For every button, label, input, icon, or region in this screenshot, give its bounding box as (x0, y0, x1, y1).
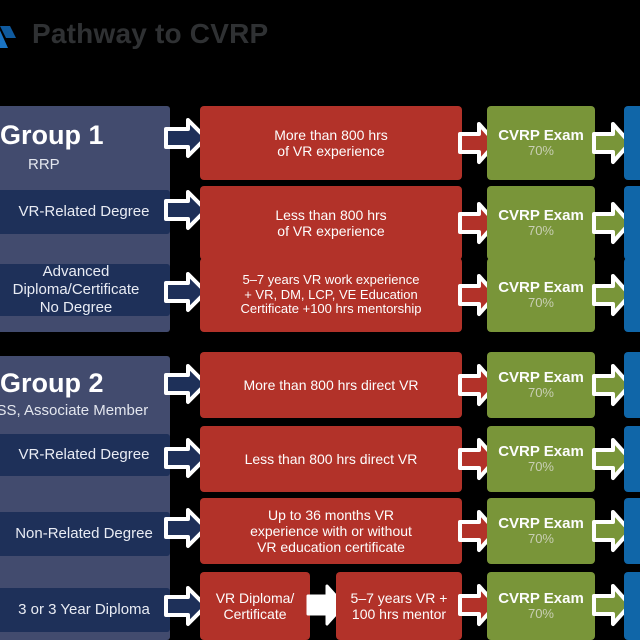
flow-arrow-green (592, 200, 632, 246)
outcome-box[interactable] (624, 572, 640, 640)
qualification-label: VR-Related Degree (18, 203, 150, 221)
exam-title: CVRP Exam (498, 590, 584, 608)
requirement-box-secondary[interactable]: 5–7 years VR + 100 hrs mentor (336, 572, 462, 640)
exam-pass-percent: 70% (527, 384, 554, 400)
flow-arrow-green (592, 120, 632, 166)
exam-label: CVRP Exam 70% (498, 127, 584, 158)
group-title: Group 1 (0, 120, 104, 150)
requirement-box[interactable]: More than 800 hrs of VR experience (200, 106, 462, 180)
exam-title: CVRP Exam (498, 207, 584, 225)
exam-label: CVRP Exam 70% (498, 515, 584, 546)
exam-label: CVRP Exam 70% (498, 207, 584, 238)
exam-box[interactable]: CVRP Exam 70% (487, 352, 595, 418)
requirement-box[interactable]: Less than 800 hrs direct VR (200, 426, 462, 492)
qualification-label: 3 or 3 Year Diploma (18, 601, 150, 619)
flow-arrow-green (592, 272, 632, 318)
requirement-box[interactable]: VR Diploma/ Certificate (200, 572, 310, 640)
brand-logo-icon (0, 26, 16, 48)
requirement-label: 5–7 years VR work experience + VR, DM, L… (240, 271, 422, 317)
exam-pass-percent: 70% (527, 458, 554, 474)
requirement-box[interactable]: Less than 800 hrs of VR experience (200, 186, 462, 260)
exam-title: CVRP Exam (498, 443, 584, 461)
exam-pass-percent: 70% (527, 605, 554, 621)
group-subtitle: MSS, Associate Member (0, 402, 149, 419)
exam-title: CVRP Exam (498, 515, 584, 533)
requirement-label: Less than 800 hrs of VR experience (275, 206, 387, 239)
group-subtitle: RRP (28, 156, 60, 173)
requirement-label: Less than 800 hrs direct VR (244, 450, 418, 467)
page-title: Pathway to CVRP (32, 18, 269, 49)
flow-arrow-navy (164, 506, 208, 550)
qualification-box[interactable]: VR-Related Degree (0, 190, 170, 234)
qualification-box[interactable]: 3 or 3 Year Diploma (0, 588, 170, 632)
flow-arrow-green (592, 436, 632, 482)
requirement-label: 5–7 years VR + 100 hrs mentor (350, 589, 448, 622)
exam-box[interactable]: CVRP Exam 70% (487, 186, 595, 260)
qualification-box[interactable]: Non-Related Degree (0, 512, 170, 556)
requirement-box[interactable]: 5–7 years VR work experience + VR, DM, L… (200, 258, 462, 332)
exam-label: CVRP Exam 70% (498, 279, 584, 310)
exam-box[interactable]: CVRP Exam 70% (487, 572, 595, 640)
flow-arrow-navy (164, 270, 208, 314)
header-bar: Pathway to CVRP (0, 0, 640, 72)
exam-pass-percent: 70% (527, 530, 554, 546)
flow-arrow-white (306, 582, 346, 628)
group-panel-2: Group 2 MSS, Associate Member VR-Related… (0, 356, 170, 640)
group-panel-1: Group 1 RRP VR-Related Degree Advanced D… (0, 106, 170, 332)
requirement-box[interactable]: Up to 36 months VR experience with or wi… (200, 498, 462, 564)
requirement-label: VR Diploma/ Certificate (215, 589, 295, 622)
flow-arrow-green (592, 508, 632, 554)
outcome-box[interactable] (624, 498, 640, 564)
requirement-label: More than 800 hrs of VR experience (274, 126, 388, 159)
qualification-label: Advanced Diploma/Certificate No Degree (12, 263, 140, 316)
requirement-label: More than 800 hrs direct VR (243, 376, 419, 393)
outcome-box[interactable] (624, 106, 640, 180)
exam-pass-percent: 70% (527, 142, 554, 158)
flow-arrow-navy (164, 362, 208, 406)
flow-arrow-navy (164, 188, 208, 232)
exam-title: CVRP Exam (498, 369, 584, 387)
qualification-box[interactable]: VR-Related Degree (0, 434, 170, 476)
exam-box[interactable]: CVRP Exam 70% (487, 426, 595, 492)
exam-label: CVRP Exam 70% (498, 443, 584, 474)
outcome-box[interactable] (624, 352, 640, 418)
flow-arrow-navy (164, 584, 208, 628)
group-title: Group 2 (0, 368, 104, 398)
flow-arrow-green (592, 362, 632, 408)
exam-box[interactable]: CVRP Exam 70% (487, 258, 595, 332)
outcome-box[interactable] (624, 426, 640, 492)
qualification-label: Non-Related Degree (15, 525, 153, 543)
exam-box[interactable]: CVRP Exam 70% (487, 498, 595, 564)
exam-title: CVRP Exam (498, 279, 584, 297)
exam-pass-percent: 70% (527, 294, 554, 310)
exam-box[interactable]: CVRP Exam 70% (487, 106, 595, 180)
qualification-label: VR-Related Degree (18, 446, 150, 464)
exam-title: CVRP Exam (498, 127, 584, 145)
qualification-box[interactable]: Advanced Diploma/Certificate No Degree (0, 263, 170, 316)
flow-arrow-navy (164, 436, 208, 480)
flow-arrow-green (592, 582, 632, 628)
outcome-box[interactable] (624, 186, 640, 260)
exam-label: CVRP Exam 70% (498, 369, 584, 400)
exam-label: CVRP Exam 70% (498, 590, 584, 621)
requirement-label: Up to 36 months VR experience with or wi… (250, 506, 412, 556)
exam-pass-percent: 70% (527, 222, 554, 238)
flow-arrow-navy (164, 116, 208, 160)
requirement-box[interactable]: More than 800 hrs direct VR (200, 352, 462, 418)
outcome-box[interactable] (624, 258, 640, 332)
